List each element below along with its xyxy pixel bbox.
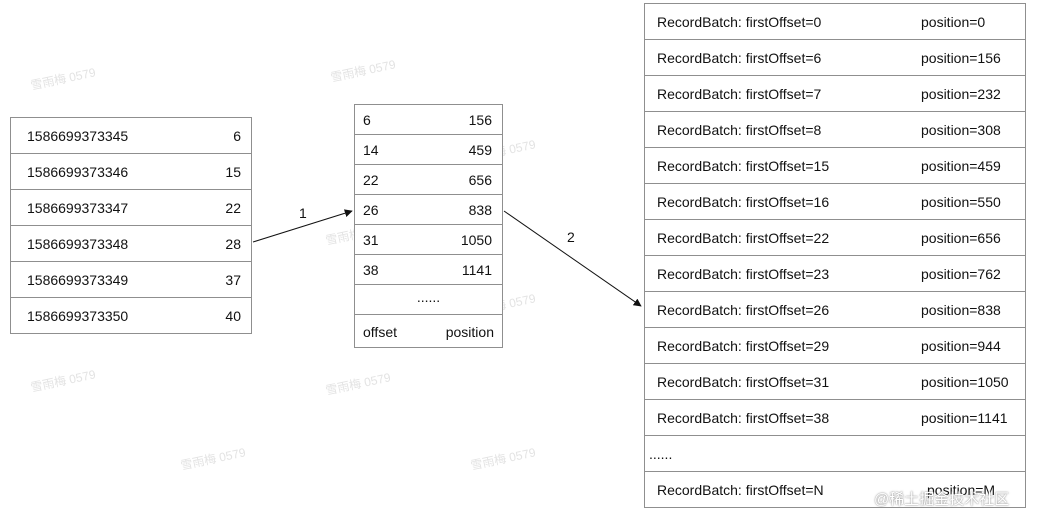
record-batch-offset: RecordBatch: firstOffset=0 bbox=[657, 13, 822, 30]
offset-cell: 6 bbox=[363, 111, 371, 128]
offset-index-row: 26 838 bbox=[355, 195, 502, 225]
timeindex-row: 1586699373347 22 bbox=[11, 190, 251, 226]
timeindex-row: 1586699373348 28 bbox=[11, 226, 251, 262]
timestamp-cell: 1586699373345 bbox=[27, 127, 129, 144]
timestamp-cell: 1586699373346 bbox=[27, 163, 129, 180]
arrow-1-label: 1 bbox=[299, 205, 307, 221]
record-batch-row: RecordBatch: firstOffset=8 position=308 bbox=[645, 112, 1025, 148]
offset-cell: 40 bbox=[225, 308, 241, 324]
record-batch-position: position=232 bbox=[921, 85, 1001, 102]
record-batch-offset: RecordBatch: firstOffset=8 bbox=[657, 121, 822, 138]
offset-index-row: 31 1050 bbox=[355, 225, 502, 255]
record-batch-offset: RecordBatch: firstOffset=15 bbox=[657, 157, 830, 174]
offset-cell: 15 bbox=[225, 163, 241, 180]
position-cell: 656 bbox=[468, 171, 492, 188]
record-batch-position: position=944 bbox=[921, 337, 1001, 354]
record-batch-row: RecordBatch: firstOffset=23 position=762 bbox=[645, 256, 1025, 292]
record-batch-offset: RecordBatch: firstOffset=N bbox=[657, 482, 824, 498]
record-batch-position: position=762 bbox=[921, 265, 1001, 282]
log-segment-table: RecordBatch: firstOffset=0 position=0 Re… bbox=[644, 3, 1026, 508]
offset-cell: 38 bbox=[363, 261, 379, 278]
offset-cell: 14 bbox=[363, 141, 379, 158]
offset-cell: 31 bbox=[363, 231, 379, 248]
record-batch-position: position=656 bbox=[921, 229, 1001, 246]
record-batch-offset: RecordBatch: firstOffset=23 bbox=[657, 265, 830, 282]
offset-cell: 37 bbox=[225, 271, 241, 288]
offset-index-row: 6 156 bbox=[355, 105, 502, 135]
offset-index-row: 38 1141 bbox=[355, 255, 502, 285]
record-batch-position: position=838 bbox=[921, 301, 1001, 318]
record-batch-row: RecordBatch: firstOffset=7 position=232 bbox=[645, 76, 1025, 112]
record-batch-offset: RecordBatch: firstOffset=38 bbox=[657, 409, 830, 426]
timeindex-row: 1586699373346 15 bbox=[11, 154, 251, 190]
position-cell: 1141 bbox=[461, 261, 492, 278]
position-cell: 1050 bbox=[460, 231, 492, 248]
record-batch-offset: RecordBatch: firstOffset=16 bbox=[657, 193, 830, 210]
record-batch-row: RecordBatch: firstOffset=29 position=944 bbox=[645, 328, 1025, 364]
record-batch-offset: RecordBatch: firstOffset=7 bbox=[657, 85, 822, 102]
offset-cell: 22 bbox=[225, 199, 241, 216]
record-batch-position: position=156 bbox=[921, 49, 1001, 66]
record-batch-row: RecordBatch: firstOffset=15 position=459 bbox=[645, 148, 1025, 184]
record-batch-offset: RecordBatch: firstOffset=6 bbox=[657, 49, 822, 66]
watermark-credit: @稀土掘金技术社区 bbox=[874, 491, 1010, 508]
offset-cell: 6 bbox=[233, 127, 241, 144]
record-batch-offset: RecordBatch: firstOffset=29 bbox=[657, 337, 830, 354]
timeindex-row: 1586699373345 6 bbox=[11, 118, 251, 154]
record-batch-row-last: RecordBatch: firstOffset=N position=M bbox=[645, 472, 1025, 508]
record-batch-position: position=459 bbox=[921, 157, 1001, 174]
offset-cell: 26 bbox=[363, 201, 379, 218]
record-batch-position: position=0 bbox=[921, 13, 986, 30]
timestamp-cell: 1586699373349 bbox=[27, 271, 129, 288]
timestamp-cell: 1586699373348 bbox=[27, 235, 129, 252]
record-batch-row: RecordBatch: firstOffset=16 position=550 bbox=[645, 184, 1025, 220]
ellipsis: ...... bbox=[649, 445, 673, 462]
record-batch-offset: RecordBatch: firstOffset=26 bbox=[657, 301, 830, 318]
record-batch-row: RecordBatch: firstOffset=26 position=838 bbox=[645, 292, 1025, 328]
offset-index-row: 14 459 bbox=[355, 135, 502, 165]
ellipsis: ...... bbox=[416, 288, 441, 305]
offset-index-table: 6 156 14 459 22 656 26 838 31 1050 38 11… bbox=[354, 104, 503, 348]
record-batch-offset: RecordBatch: firstOffset=22 bbox=[657, 229, 830, 246]
position-cell: 459 bbox=[468, 141, 492, 158]
arrow-2 bbox=[503, 210, 642, 307]
record-batch-row: RecordBatch: firstOffset=0 position=0 bbox=[645, 4, 1025, 40]
timestamp-cell: 1586699373347 bbox=[27, 199, 129, 216]
offset-cell: 22 bbox=[363, 171, 379, 188]
record-batch-row: RecordBatch: firstOffset=31 position=105… bbox=[645, 364, 1025, 400]
record-batch-position: position=308 bbox=[921, 121, 1001, 138]
timeindex-row: 1586699373350 40 bbox=[11, 298, 251, 334]
offset-column-label: offset bbox=[363, 324, 397, 340]
offset-index-footer-row: offset position bbox=[355, 315, 502, 349]
offset-index-ellipsis-row: ...... bbox=[355, 285, 502, 315]
position-column-label: position bbox=[445, 324, 494, 340]
position-cell: 156 bbox=[468, 111, 492, 128]
record-batch-position: position=M bbox=[927, 482, 996, 498]
record-batch-row: RecordBatch: firstOffset=22 position=656 bbox=[645, 220, 1025, 256]
record-batch-row: RecordBatch: firstOffset=6 position=156 bbox=[645, 40, 1025, 76]
record-batch-position: position=550 bbox=[921, 193, 1001, 210]
arrow-1 bbox=[252, 209, 353, 243]
timeindex-table: 1586699373345 6 1586699373346 15 1586699… bbox=[10, 117, 252, 334]
record-batch-ellipsis-row: ...... bbox=[645, 436, 1025, 472]
record-batch-offset: RecordBatch: firstOffset=31 bbox=[657, 373, 830, 390]
record-batch-row: RecordBatch: firstOffset=38 position=114… bbox=[645, 400, 1025, 436]
arrow-2-label: 2 bbox=[567, 229, 575, 245]
timestamp-cell: 1586699373350 bbox=[27, 308, 129, 324]
position-cell: 838 bbox=[468, 201, 492, 218]
record-batch-position: position=1141 bbox=[921, 409, 1008, 426]
record-batch-position: position=1050 bbox=[921, 373, 1009, 390]
offset-index-row: 22 656 bbox=[355, 165, 502, 195]
offset-cell: 28 bbox=[225, 235, 241, 252]
timeindex-row: 1586699373349 37 bbox=[11, 262, 251, 298]
